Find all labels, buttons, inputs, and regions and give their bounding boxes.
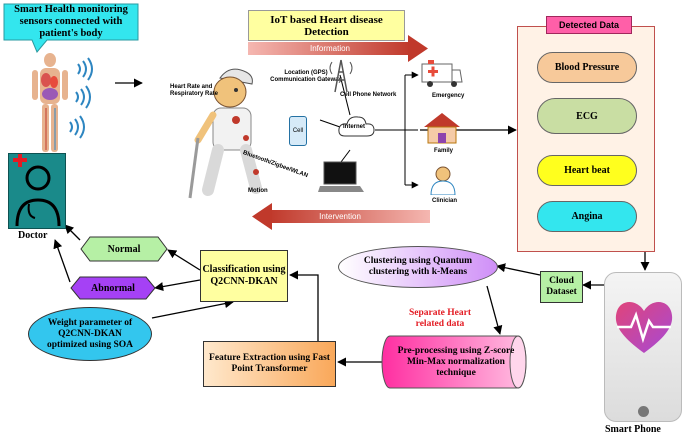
callout-shape bbox=[3, 3, 139, 53]
intervention-arrow bbox=[252, 203, 430, 230]
elderly-patient-illustration bbox=[188, 68, 262, 199]
information-arrow bbox=[248, 35, 428, 62]
abnormal-label: Abnormal bbox=[91, 282, 135, 294]
detected-data-title-text: Detected Data bbox=[558, 20, 620, 30]
normal-label: Normal bbox=[107, 243, 141, 255]
motion-label: Motion bbox=[248, 188, 268, 194]
doctor-icon bbox=[8, 153, 66, 229]
detected-item-label: ECG bbox=[576, 110, 598, 122]
heart-rate-label: Heart Rate and Respiratory Rate bbox=[170, 84, 219, 97]
detected-item-blood-pressure: Blood Pressure bbox=[537, 52, 637, 83]
doctor-figure-icon bbox=[13, 154, 61, 227]
sensors-callout-text: Smart Health monitoring sensors connecte… bbox=[14, 4, 128, 39]
destination-family: Family bbox=[434, 148, 454, 154]
detected-item-heart-beat: Heart beat bbox=[537, 155, 637, 186]
clustering-ellipse: Clustering using Quantum clustering with… bbox=[338, 246, 498, 288]
weight-parameter-text: Weight parameter of Q2CNN-DKAN optimized… bbox=[46, 317, 134, 350]
laptop-icon bbox=[318, 161, 364, 192]
smart-phone-label: Smart Phone bbox=[605, 424, 661, 435]
detected-item-angina: Angina bbox=[537, 201, 637, 232]
internet-cloud-icon bbox=[338, 116, 375, 137]
classification-text: Classification using Q2CNN-DKAN bbox=[202, 264, 286, 287]
location-label: Location (GPS) Communication Gateway bbox=[270, 70, 342, 83]
ambulance-icon bbox=[421, 60, 463, 87]
family-house-icon bbox=[424, 113, 460, 144]
heart-rate-icon bbox=[615, 302, 673, 353]
feature-extraction-box: Feature Extraction using Fast Point Tran… bbox=[203, 341, 336, 387]
cell-network-label: Cell Phone Network bbox=[340, 92, 397, 98]
detected-item-ecg: ECG bbox=[537, 98, 637, 134]
internet-label: Internet bbox=[343, 124, 366, 130]
abnormal-hexagon bbox=[70, 276, 156, 300]
detected-item-label: Heart beat bbox=[564, 165, 610, 176]
smart-phone bbox=[604, 272, 682, 422]
detected-data-title: Detected Data bbox=[546, 16, 632, 34]
detected-item-label: Angina bbox=[571, 211, 603, 222]
title-text: IoT based Heart disease Detection bbox=[270, 13, 383, 38]
feature-extraction-text: Feature Extraction using Fast Point Tran… bbox=[209, 353, 330, 374]
cell-label: Cell bbox=[292, 128, 304, 134]
title-box: IoT based Heart disease Detection bbox=[248, 10, 405, 41]
doctor-label: Doctor bbox=[18, 230, 48, 241]
phone-home-button[interactable] bbox=[638, 406, 649, 417]
clinician-icon bbox=[430, 166, 456, 195]
cloud-dataset-text: Cloud Dataset bbox=[546, 276, 577, 297]
human-body-illustration bbox=[32, 53, 93, 152]
destination-clinician: Clinician bbox=[432, 198, 458, 204]
cell-tower-icon bbox=[329, 59, 353, 93]
classification-box: Classification using Q2CNN-DKAN bbox=[200, 250, 288, 302]
weight-parameter-ellipse: Weight parameter of Q2CNN-DKAN optimized… bbox=[28, 307, 152, 361]
preprocessing-text: Pre-processing using Z-score Min-Max nor… bbox=[397, 345, 515, 378]
sensors-callout: Smart Health monitoring sensors connecte… bbox=[2, 2, 140, 53]
cell-phone-device: Cell bbox=[289, 116, 307, 146]
separate-heart-data-label: Separate Heart related data bbox=[409, 308, 471, 329]
information-label: Information bbox=[309, 44, 351, 53]
detected-item-label: Blood Pressure bbox=[554, 62, 620, 73]
clustering-text: Clustering using Quantum clustering with… bbox=[363, 256, 473, 277]
preprocessing-cylinder bbox=[381, 335, 527, 389]
destination-emergency: Emergency bbox=[432, 93, 465, 99]
normal-hexagon bbox=[80, 236, 168, 262]
cloud-dataset-box: Cloud Dataset bbox=[540, 271, 583, 303]
intervention-label: Intervention bbox=[319, 212, 361, 221]
destination-bracket bbox=[375, 71, 419, 189]
